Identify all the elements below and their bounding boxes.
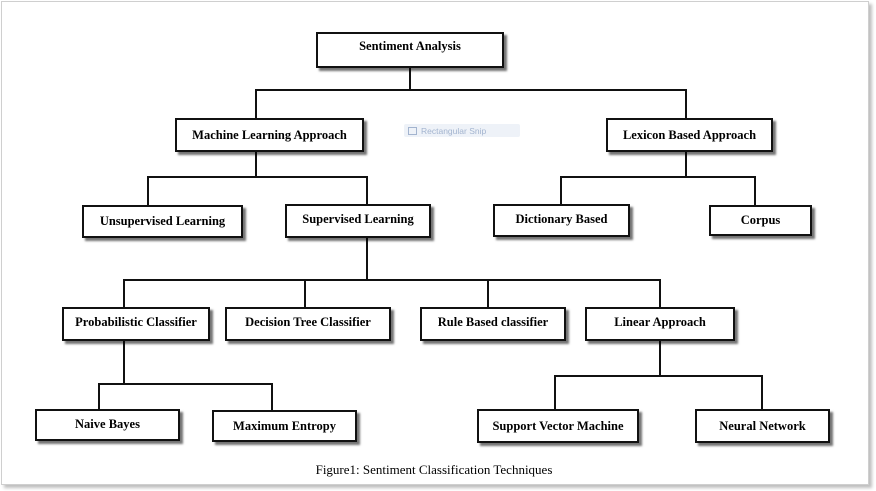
node-lexicon-based-approach: Lexicon Based Approach xyxy=(606,118,773,152)
connector-lexicon xyxy=(560,176,756,205)
node-corpus: Corpus xyxy=(709,205,812,236)
snip-label: Rectangular Snip xyxy=(421,125,487,136)
node-support-vector-machine: Support Vector Machine xyxy=(477,409,639,443)
connector-probabilistic xyxy=(98,383,273,410)
node-linear-approach: Linear Approach xyxy=(585,307,735,341)
connector-ml xyxy=(147,176,368,205)
node-dictionary-based: Dictionary Based xyxy=(493,204,630,237)
rectangular-snip-overlay: Rectangular Snip xyxy=(404,124,520,137)
node-rule-based-classifier: Rule Based classifier xyxy=(420,307,566,341)
node-neural-network: Neural Network xyxy=(695,409,830,443)
node-unsupervised-learning: Unsupervised Learning xyxy=(82,205,243,238)
node-probabilistic-classifier: Probabilistic Classifier xyxy=(62,307,210,341)
node-supervised-learning: Supervised Learning xyxy=(285,204,431,238)
node-naive-bayes: Naive Bayes xyxy=(35,409,180,441)
node-machine-learning-approach: Machine Learning Approach xyxy=(175,118,364,152)
node-maximum-entropy: Maximum Entropy xyxy=(212,410,357,442)
snip-rectangle-icon xyxy=(408,126,417,135)
figure-frame xyxy=(1,1,869,485)
connector-root xyxy=(255,89,687,118)
connector-linear xyxy=(554,375,763,409)
figure-caption: Figure1: Sentiment Classification Techni… xyxy=(315,462,553,477)
connector-supervised xyxy=(123,279,661,307)
node-decision-tree-classifier: Decision Tree Classifier xyxy=(225,307,391,341)
node-sentiment-analysis: Sentiment Analysis xyxy=(316,32,504,68)
